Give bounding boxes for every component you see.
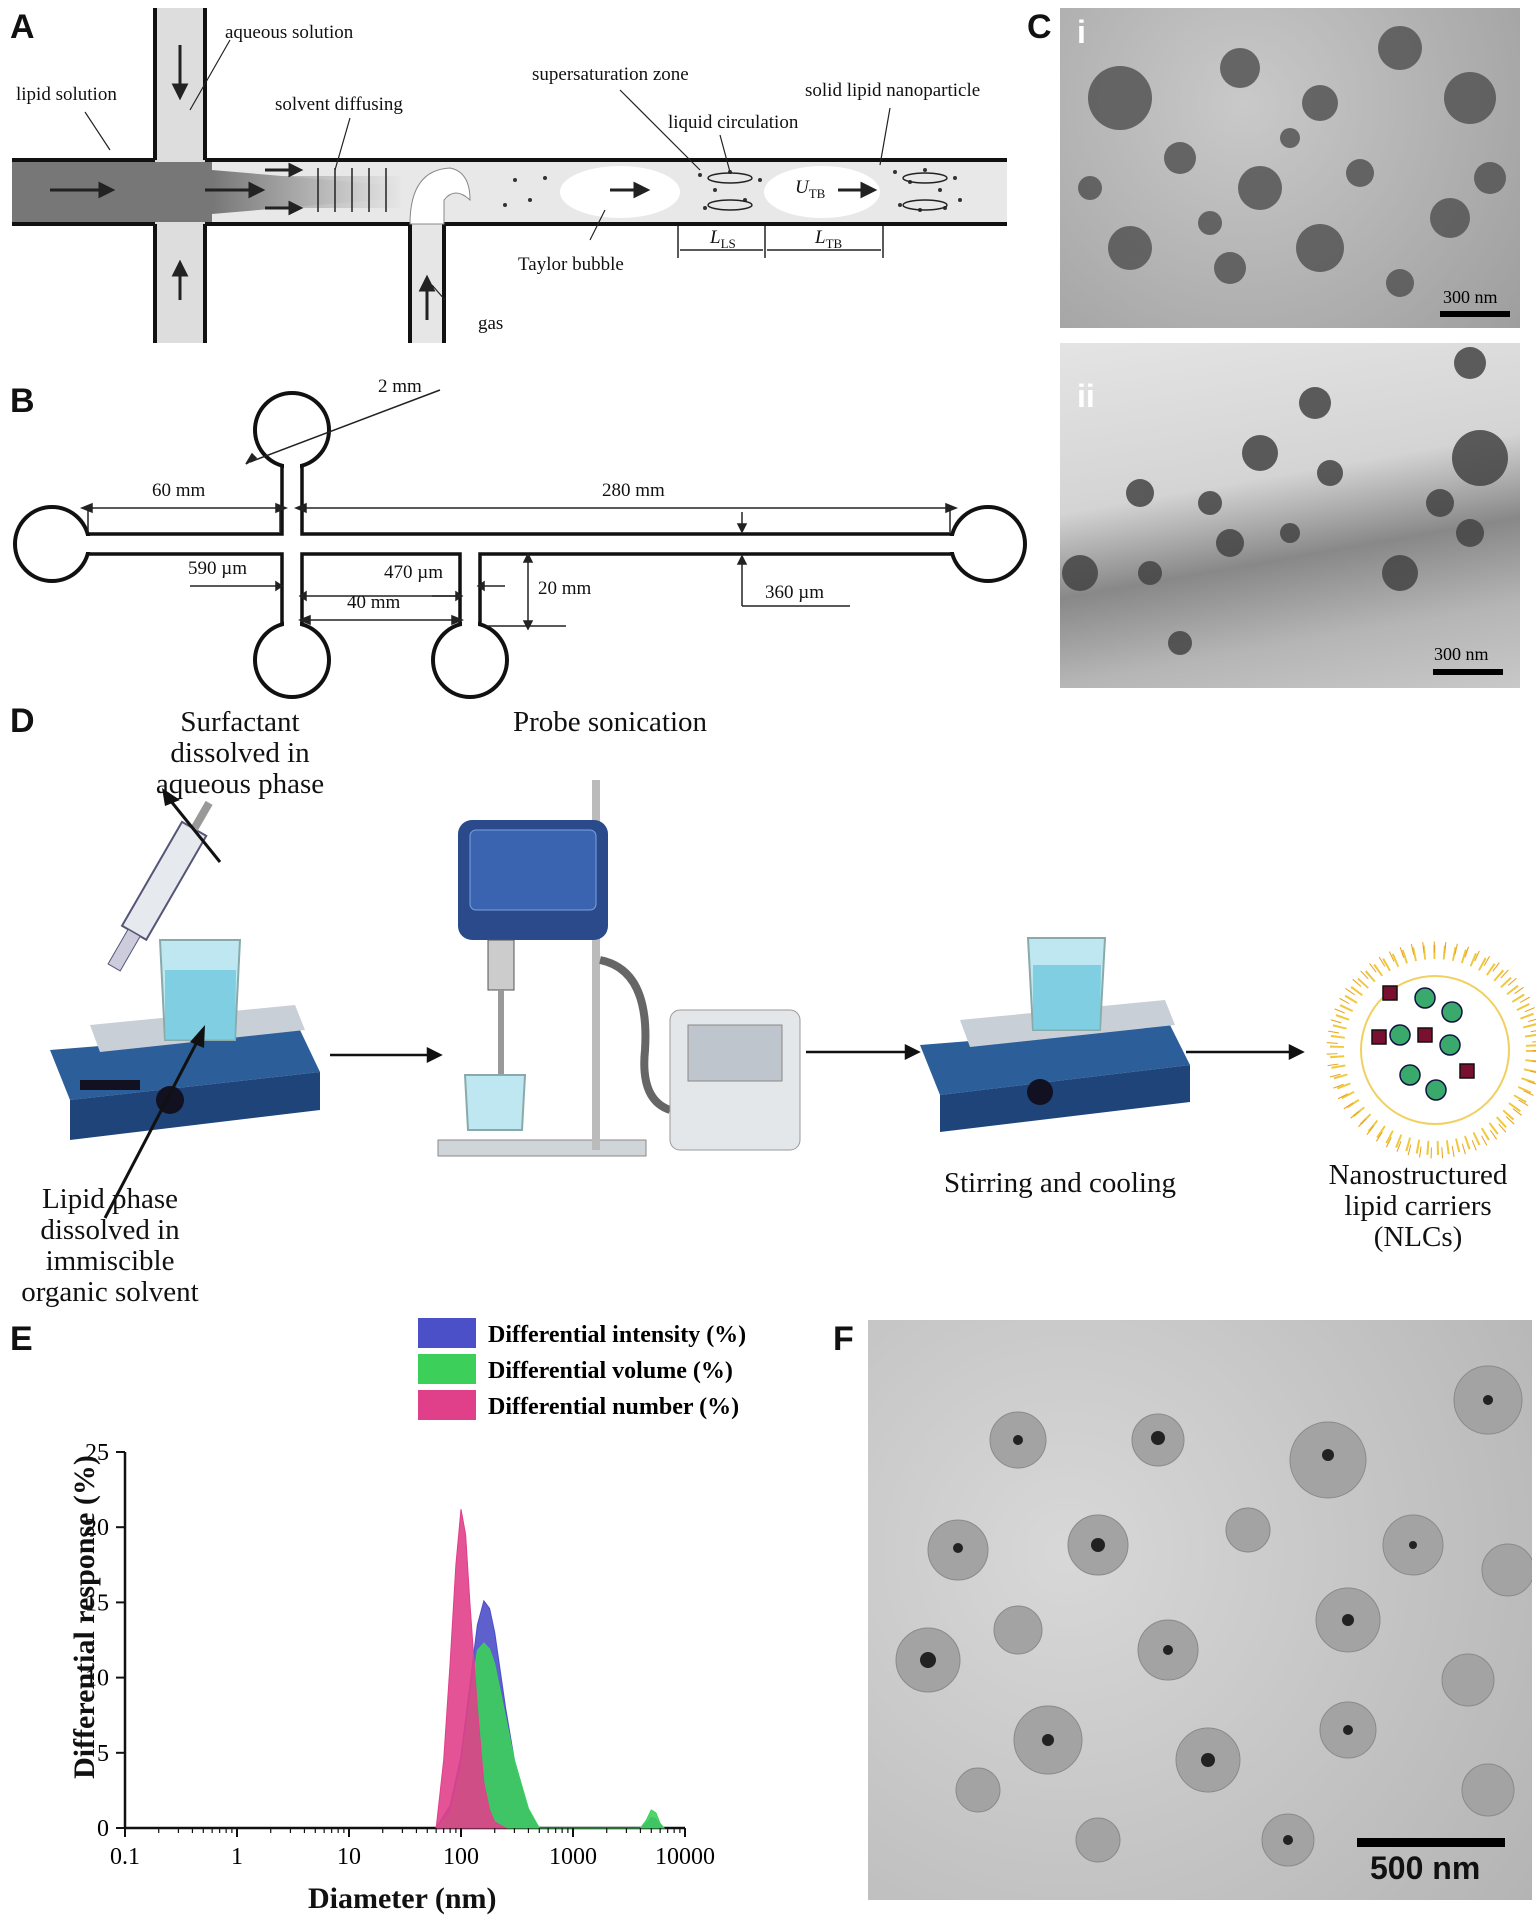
label-stirring-cooling: Stirring and cooling bbox=[944, 1167, 1176, 1199]
x-tick-label-4: 1000 bbox=[549, 1844, 597, 1870]
chart-ylabel: Differential response (%) bbox=[68, 1455, 101, 1779]
scale-label-i: 300 nm bbox=[1443, 287, 1498, 307]
scale-bar-f bbox=[1357, 1838, 1505, 1847]
scale-bar-i bbox=[1440, 311, 1510, 317]
tem-image-ii bbox=[1060, 343, 1520, 688]
y-tick-label-4: 20 bbox=[85, 1515, 109, 1541]
label-taylor-bubble: Taylor bubble bbox=[518, 254, 624, 275]
label-probe-sonication: Probe sonication bbox=[512, 706, 708, 738]
label-lls: LLS bbox=[710, 227, 736, 252]
y-tick-label-2: 10 bbox=[85, 1666, 109, 1692]
panel-letter-d: D bbox=[10, 702, 35, 740]
legend-label-0: Differential intensity (%) bbox=[488, 1322, 746, 1348]
utb-symbol: U bbox=[795, 177, 809, 198]
legend-swatch-0 bbox=[418, 1318, 476, 1348]
lls-subscript: LS bbox=[720, 235, 736, 251]
ltb-subscript: TB bbox=[825, 235, 843, 251]
label-supersaturation-zone: supersaturation zone bbox=[532, 64, 689, 85]
dim-60mm: 60 mm bbox=[152, 480, 206, 501]
series-area-2 bbox=[435, 1509, 508, 1829]
tem-image-f bbox=[868, 1320, 1532, 1900]
legend-swatch-1 bbox=[418, 1354, 476, 1384]
panel-letter-b: B bbox=[10, 382, 35, 420]
dim-470um: 470 µm bbox=[384, 562, 443, 583]
x-tick-label-0: 0.1 bbox=[110, 1844, 140, 1870]
label-nlc: Nanostructured lipid carriers (NLCs) bbox=[1328, 1159, 1508, 1253]
x-tick-label-1: 1 bbox=[231, 1844, 243, 1870]
microfluidic-channel-diagram bbox=[12, 8, 1007, 343]
lls-symbol: L bbox=[710, 227, 721, 248]
y-tick-label-5: 25 bbox=[85, 1440, 109, 1466]
dim-280mm: 280 mm bbox=[602, 480, 665, 501]
panel-letter-a: A bbox=[10, 8, 35, 46]
x-tick-label-3: 100 bbox=[443, 1844, 479, 1870]
scale-bar-ii bbox=[1433, 669, 1503, 675]
x-tick-label-5: 10000 bbox=[655, 1844, 715, 1870]
dim-40mm: 40 mm bbox=[347, 592, 401, 613]
y-tick-label-1: 5 bbox=[97, 1741, 109, 1767]
tem-label-ii: ii bbox=[1077, 378, 1095, 414]
dim-20mm: 20 mm bbox=[538, 578, 592, 599]
legend-label-1: Differential volume (%) bbox=[488, 1358, 733, 1384]
chart-xlabel: Diameter (nm) bbox=[308, 1882, 497, 1915]
label-solvent-diffusing: solvent diffusing bbox=[275, 94, 403, 115]
label-utb: UTB bbox=[795, 177, 825, 202]
dim-2mm: 2 mm bbox=[378, 376, 422, 397]
nlc-particle-icon bbox=[1326, 941, 1536, 1159]
tem-image-i bbox=[1060, 8, 1520, 328]
utb-subscript: TB bbox=[808, 185, 826, 201]
label-gas: gas bbox=[478, 313, 504, 334]
dim-360um: 360 µm bbox=[765, 582, 824, 603]
label-lipid-phase: Lipid phase dissolved in immiscible orga… bbox=[21, 1183, 199, 1308]
panel-letter-f: F bbox=[833, 1320, 854, 1358]
y-tick-label-3: 15 bbox=[85, 1590, 109, 1616]
scale-label-f: 500 nm bbox=[1370, 1850, 1481, 1886]
size-distribution-chart: 0.1 1 10 100 1000 10000 0 5 10 15 20 25 Differential… bbox=[85, 1318, 746, 1870]
label-surfactant: Surfactant dissolved in aqueous phase bbox=[155, 706, 325, 800]
label-lipid-solution: lipid solution bbox=[16, 84, 117, 105]
y-tick-label-0: 0 bbox=[97, 1816, 109, 1842]
x-tick-label-2: 10 bbox=[337, 1844, 361, 1870]
label-solid-lipid-nanoparticle: solid lipid nanoparticle bbox=[805, 80, 981, 101]
dim-590um: 590 µm bbox=[188, 558, 247, 579]
tem-label-i: i bbox=[1077, 14, 1086, 50]
legend-swatch-2 bbox=[418, 1390, 476, 1420]
scale-label-ii: 300 nm bbox=[1434, 644, 1489, 664]
label-aqueous-solution: aqueous solution bbox=[225, 22, 354, 43]
panel-letter-c: C bbox=[1027, 8, 1052, 46]
chip-dimension-diagram bbox=[13, 389, 1027, 699]
label-ltb: LTB bbox=[815, 227, 842, 252]
label-liquid-circulation: liquid circulation bbox=[668, 112, 799, 133]
ltb-symbol: L bbox=[815, 227, 826, 248]
panel-letter-e: E bbox=[10, 1320, 33, 1358]
legend-label-2: Differential number (%) bbox=[488, 1394, 739, 1420]
nlc-preparation-schematic bbox=[50, 780, 1536, 1219]
